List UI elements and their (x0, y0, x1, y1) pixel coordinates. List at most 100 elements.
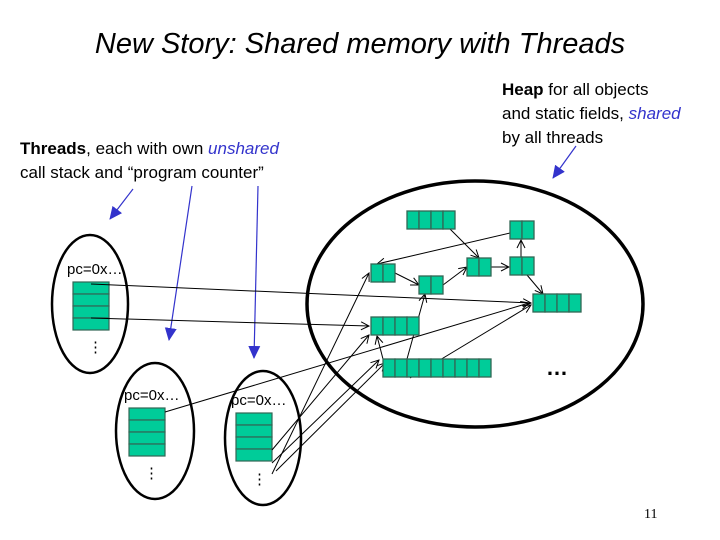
more-heap-objects: … (546, 355, 568, 380)
object-field (442, 210, 456, 230)
object-field (466, 358, 480, 378)
object-field (430, 275, 444, 295)
object-field (568, 293, 582, 313)
heap-ellipse (305, 179, 645, 429)
object-field (418, 275, 432, 295)
heap-label-bold: Heap (502, 80, 544, 99)
thread3-annotation-arrow (248, 185, 261, 359)
stack-frame (235, 448, 273, 462)
thread-2: pc=0x… ⋮ (114, 361, 196, 501)
stack-frame (235, 424, 273, 438)
thread2-annotation-arrow (164, 185, 193, 341)
stack-frame (235, 436, 273, 450)
thread-1-pc: pc=0x… (67, 261, 122, 278)
pointer-arrows (90, 228, 543, 475)
heap-object-h (370, 316, 420, 336)
thread-3-call-stack (235, 412, 273, 462)
threads-label-bold: Threads (20, 139, 87, 158)
thread-3-more-frames: ⋮ (252, 471, 267, 488)
object-field (382, 316, 396, 336)
thread-3: pc=0x… ⋮ (223, 369, 303, 507)
object-field (382, 263, 396, 283)
heap-object-i (382, 358, 492, 378)
heap-object-c (418, 275, 444, 295)
heap-objects (370, 210, 582, 378)
object-field (521, 256, 535, 276)
heap-object-d (466, 257, 492, 277)
heap-label: Heap for all objects and static fields, … (502, 78, 681, 150)
thread1-annotation-arrow (109, 188, 134, 220)
threads-label-line1: , each with own (86, 139, 209, 158)
object-field (382, 358, 396, 378)
heap-object-e (509, 220, 535, 240)
object-field (454, 358, 468, 378)
object-field (406, 358, 420, 378)
heap-annotation-arrow (552, 145, 577, 179)
object-field (394, 316, 408, 336)
thread-3-pc: pc=0x… (231, 392, 286, 409)
heap-label-line1: for all objects (543, 80, 649, 99)
pointer-arrow (271, 273, 369, 475)
object-field (509, 256, 523, 276)
stack-frame (72, 281, 110, 295)
thread-1-call-stack (72, 281, 110, 331)
heap-object-g (532, 293, 582, 313)
object-field (442, 358, 456, 378)
stack-frame (128, 431, 166, 445)
stack-frame (235, 412, 273, 426)
object-field (370, 263, 384, 283)
pointer-arrow (90, 317, 369, 326)
stack-frame (128, 443, 166, 457)
page-number: 11 (644, 507, 658, 522)
pointer-arrow (90, 283, 531, 303)
object-field (430, 210, 444, 230)
thread-3-ellipse (223, 369, 303, 507)
object-field (544, 293, 558, 313)
thread-2-more-frames: ⋮ (144, 465, 159, 482)
object-field (406, 210, 420, 230)
object-field (406, 316, 420, 336)
heap-label-line3: by all threads (502, 128, 604, 147)
heap-object-f (509, 256, 535, 276)
pointer-arrow (377, 336, 384, 360)
object-field (466, 257, 480, 277)
stack-frame (128, 407, 166, 421)
threads-label-line2: call stack and “program counter” (20, 163, 264, 182)
stack-frame (72, 293, 110, 307)
pointer-arrow (526, 274, 543, 294)
heap-label-line2: and static fields, (502, 104, 629, 123)
heap-label-shared: shared (628, 104, 681, 123)
heap-object-b (370, 263, 396, 283)
object-field (509, 220, 523, 240)
pointer-arrow (271, 335, 369, 451)
pointer-arrow (164, 303, 529, 413)
object-field (556, 293, 570, 313)
pointer-arrow (271, 360, 379, 464)
object-field (370, 316, 384, 336)
thread-2-pc: pc=0x… (124, 387, 179, 404)
object-field (430, 358, 444, 378)
threads-label-unshared: unshared (208, 139, 279, 158)
pointer-arrow (442, 267, 467, 286)
object-field (394, 358, 408, 378)
stack-frame (72, 305, 110, 319)
stack-frame (72, 317, 110, 331)
thread-1: pc=0x… ⋮ (50, 233, 130, 375)
object-field (418, 210, 432, 230)
object-field (418, 358, 432, 378)
object-field (532, 293, 546, 313)
heap-object-a (406, 210, 456, 230)
object-field (478, 358, 492, 378)
thread-1-more-frames: ⋮ (88, 339, 103, 356)
pointer-arrow (275, 363, 385, 472)
pointer-arrow (377, 232, 511, 264)
threads-label: Threads, each with own unshared call sta… (20, 137, 279, 185)
object-field (521, 220, 535, 240)
object-field (478, 257, 492, 277)
thread-2-ellipse (114, 361, 196, 501)
thread-1-ellipse (50, 233, 130, 375)
thread-2-call-stack (128, 407, 166, 457)
annotation-arrows (109, 145, 577, 359)
stack-frame (128, 419, 166, 433)
